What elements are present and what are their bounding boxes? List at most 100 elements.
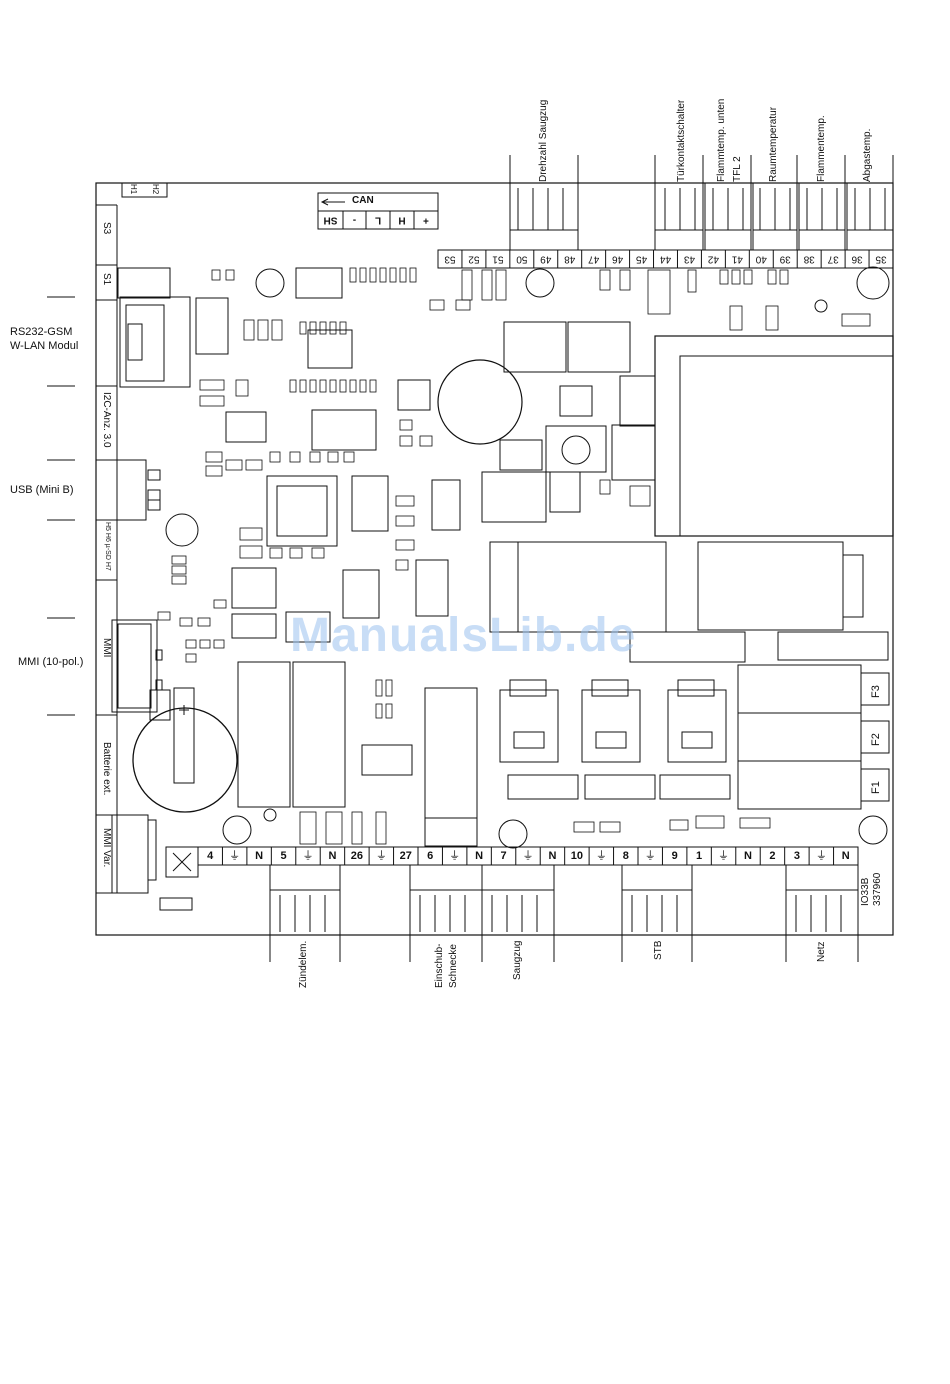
top-label-tuerkontaktschalter: Türkontaktschalter xyxy=(676,99,687,182)
top-terminal-50: 50 xyxy=(516,253,528,264)
bottom-terminal-15: 10 xyxy=(571,850,583,862)
top-label-flammtemp-unten: Flammtemp. unten xyxy=(716,98,727,182)
bottom-terminal-6: 26 xyxy=(351,850,363,862)
bottom-label-netz: Netz xyxy=(816,941,827,962)
top-terminal-49: 49 xyxy=(540,253,552,264)
bottom-terminal-19: 9 xyxy=(672,850,678,862)
bottom-terminal-10: ⏚ xyxy=(449,849,460,862)
bottom-terminal-numbers: 4 ⏚ N 5 ⏚ N 26 ⏚ 27 6 ⏚ N 7 ⏚ N 10 ⏚ 8 ⏚ 9 1 ⏚ N 2 3 ⏚ N xyxy=(207,847,850,865)
top-terminal-42: 42 xyxy=(707,253,719,264)
top-terminal-46: 46 xyxy=(612,253,624,264)
bottom-terminal-0: 4 xyxy=(207,850,214,862)
bottom-terminal-7: ⏚ xyxy=(376,849,387,862)
bottom-terminal-3: 5 xyxy=(280,850,286,862)
top-terminal-41: 41 xyxy=(731,253,743,264)
watermark: ManualsLib.de xyxy=(290,609,637,662)
top-leader-lines xyxy=(509,155,894,183)
top-terminal-36: 36 xyxy=(851,253,863,264)
bottom-terminal-13: ⏚ xyxy=(523,849,534,862)
side-label-mmi-var: MMI Var. xyxy=(101,828,112,868)
label-mmi-10pol: MMI (10-pol.) xyxy=(18,656,84,668)
fuse-holders xyxy=(737,664,890,810)
led-label-h1: H1 xyxy=(129,184,138,195)
bottom-terminal-24: 3 xyxy=(794,850,800,862)
side-label-s1: S1 xyxy=(101,273,112,286)
top-label-abgastemp: Abgastemp. xyxy=(862,128,873,182)
bottom-terminal-23: 2 xyxy=(769,850,775,862)
bottom-terminal-26: N xyxy=(842,850,850,862)
smd-components xyxy=(157,267,871,845)
side-label-battery-ext: Batterie ext. xyxy=(101,742,112,796)
top-terminal-47: 47 xyxy=(588,253,600,264)
fuse-label-f1: F1 xyxy=(870,781,882,794)
can-pin-0: SH xyxy=(324,214,338,225)
top-terminal-39: 39 xyxy=(779,253,791,264)
weee-bin-icon xyxy=(165,846,199,878)
bottom-label-zuendelem: Zündelem. xyxy=(298,940,309,988)
bottom-terminal-17: 8 xyxy=(623,850,629,862)
can-pin-4: + xyxy=(423,214,429,225)
top-terminal-48: 48 xyxy=(564,253,576,264)
can-pin-3: H xyxy=(398,214,405,225)
bottom-terminal-22: N xyxy=(744,850,752,862)
top-terminal-51: 51 xyxy=(492,253,504,264)
fuse-label-f3: F3 xyxy=(870,685,882,698)
top-label-drehzahl-saugzug: Drehzahl Saugzug xyxy=(538,99,549,182)
top-terminal-53: 53 xyxy=(444,253,456,264)
bottom-terminal-2: N xyxy=(255,850,263,862)
bottom-terminal-12: 7 xyxy=(500,850,506,862)
top-label-flammentemp: Flammentemp. xyxy=(816,115,827,182)
bottom-terminal-11: N xyxy=(475,850,483,862)
side-label-i2c: I2C-Anz. 3.0 xyxy=(101,392,112,448)
side-label-h5-h7: H5 H6 µ-SD H7 xyxy=(104,522,111,571)
triac-group xyxy=(499,679,731,800)
board-id-line1: IO33B xyxy=(860,877,871,906)
top-terminal-44: 44 xyxy=(660,253,672,264)
bottom-label-saugzug: Saugzug xyxy=(512,940,523,980)
left-tick-lines xyxy=(47,296,75,716)
led-label-h2: H2 xyxy=(151,184,160,195)
label-rs232-line1: RS232-GSM xyxy=(10,326,73,338)
top-terminal-40: 40 xyxy=(755,253,767,264)
bottom-label-stb: STB xyxy=(653,940,664,960)
top-label-raumtemperatur: Raumtemperatur xyxy=(768,106,779,182)
bottom-terminal-21: ⏚ xyxy=(718,849,729,862)
battery-circle xyxy=(132,707,238,813)
side-label-s3: S3 xyxy=(101,222,112,235)
bottom-terminal-9: 6 xyxy=(427,850,433,862)
top-terminal-43: 43 xyxy=(683,253,695,264)
top-terminal-37: 37 xyxy=(827,253,839,264)
board-outline xyxy=(95,182,894,936)
bottom-terminal-4: ⏚ xyxy=(303,849,314,862)
bottom-leader-lines xyxy=(269,935,859,962)
top-label-tfl2: TFL 2 xyxy=(732,156,743,182)
bottom-screw-connectors xyxy=(269,864,859,936)
board-id-line2: 337960 xyxy=(872,872,883,906)
bottom-terminal-20: 1 xyxy=(696,850,702,862)
bottom-terminal-8: 27 xyxy=(400,850,412,862)
top-terminal-52: 52 xyxy=(468,253,480,264)
fuse-label-f2: F2 xyxy=(870,733,882,746)
side-label-mmi: MMI xyxy=(101,638,112,658)
label-rs232-line2: W-LAN Modul xyxy=(10,340,79,352)
can-pin-labels: SH - L H + xyxy=(324,214,429,225)
top-terminal-45: 45 xyxy=(636,253,648,264)
bottom-label-einschub: Einschub- xyxy=(434,943,445,988)
can-title: CAN xyxy=(352,195,374,206)
bottom-terminal-25: ⏚ xyxy=(816,849,827,862)
bottom-terminal-16: ⏚ xyxy=(596,849,607,862)
top-terminal-35: 35 xyxy=(875,253,887,264)
bottom-terminal-18: ⏚ xyxy=(645,849,656,862)
bottom-label-schnecke: Schnecke xyxy=(448,944,459,988)
label-usb: USB (Mini B) xyxy=(10,484,74,496)
bottom-terminal-1: ⏚ xyxy=(229,849,240,862)
bottom-terminal-5: N xyxy=(328,850,336,862)
can-pin-1: - xyxy=(353,214,356,225)
can-pin-2: L xyxy=(375,214,381,225)
top-screw-connectors xyxy=(509,182,894,251)
can-bus-box xyxy=(317,192,439,230)
bottom-terminal-14: N xyxy=(548,850,556,862)
